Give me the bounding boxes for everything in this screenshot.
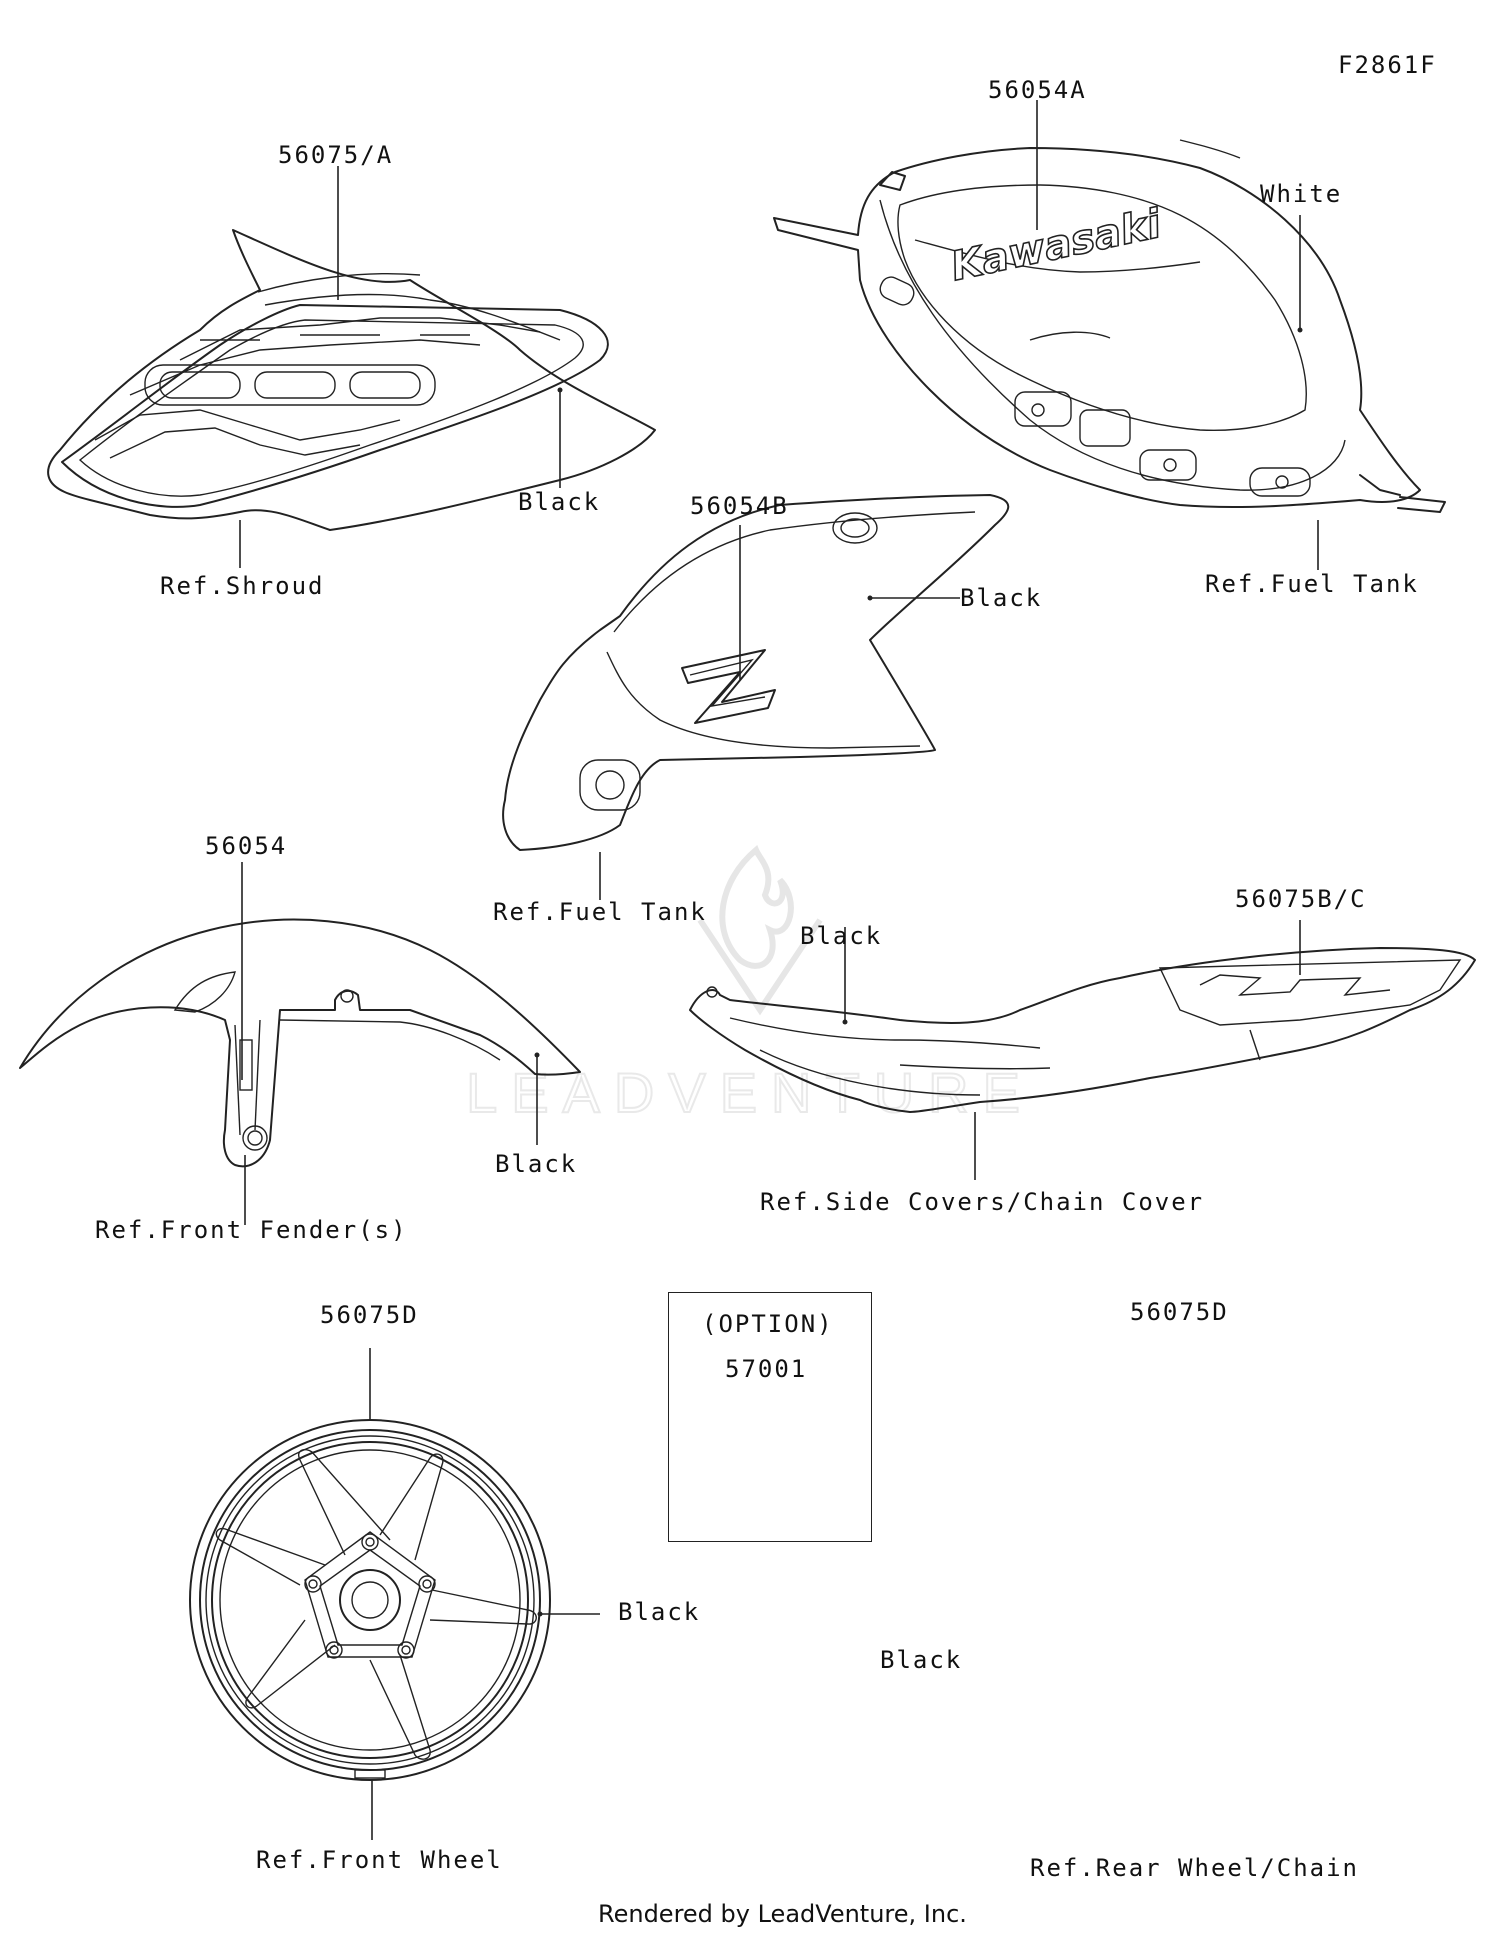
- side-panel-reference: Ref.Fuel Tank: [493, 898, 707, 926]
- side-panel-part-number: 56054B: [690, 492, 789, 520]
- fender-part-number: 56054: [205, 832, 288, 860]
- front-wheel-color-label: Black: [618, 1598, 701, 1626]
- rear-wheel-reference: Ref.Rear Wheel/Chain: [1030, 1854, 1359, 1882]
- fender-color-label: Black: [495, 1150, 578, 1178]
- kawasaki-logo: Kawasaki: [947, 201, 1166, 291]
- figure-code: F2861F: [1338, 51, 1437, 79]
- front-wheel-part-number: 56075D: [320, 1301, 419, 1329]
- tank-color-label: White: [1260, 180, 1343, 208]
- rear-wheel-part-number: 56075D: [1130, 1298, 1229, 1326]
- tank-reference: Ref.Fuel Tank: [1205, 570, 1419, 598]
- option-box: [668, 1292, 872, 1542]
- front-fender-illustration: [19, 918, 581, 1168]
- side-cover-illustration: [689, 947, 1476, 1113]
- footer-credit: Rendered by LeadVenture, Inc.: [598, 1900, 967, 1928]
- option-title: (OPTION): [702, 1310, 834, 1338]
- side-cover-part-number: 56075B/C: [1235, 885, 1367, 913]
- side-cover-reference: Ref.Side Covers/Chain Cover: [760, 1188, 1205, 1216]
- watermark-logo: [697, 845, 823, 1016]
- shroud-part-number: 56075/A: [278, 141, 394, 169]
- option-part-number: 57001: [725, 1355, 808, 1383]
- side-panel-color-label: Black: [960, 584, 1043, 612]
- side-panel-illustration: [502, 494, 1010, 851]
- shroud-color-label: Black: [518, 488, 601, 516]
- watermark-text: LEADVENTURE: [466, 1061, 1034, 1124]
- fender-reference: Ref.Front Fender(s): [95, 1216, 408, 1244]
- front-wheel-reference: Ref.Front Wheel: [256, 1846, 503, 1874]
- rear-wheel-color-label: Black: [880, 1646, 963, 1674]
- tank-part-number: 56054A: [988, 76, 1087, 104]
- shroud-reference: Ref.Shroud: [160, 572, 325, 600]
- front-wheel-illustration: [189, 1419, 551, 1781]
- fuel-tank-illustration: [773, 139, 1446, 513]
- side-cover-color-label: Black: [800, 922, 883, 950]
- shroud-illustration: [47, 229, 656, 531]
